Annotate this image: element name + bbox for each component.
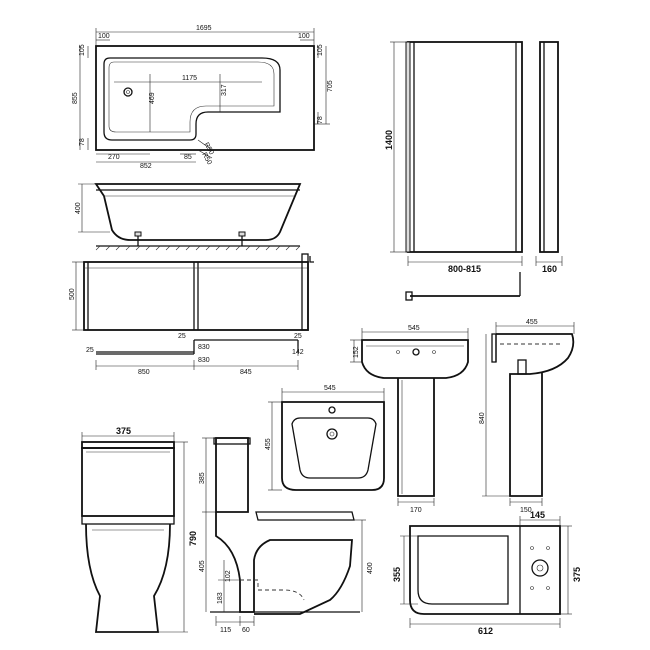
bath-overall-length: 1695 [196, 25, 212, 32]
wc-pan-height: 405 [199, 560, 206, 572]
wc-seat-height: 400 [367, 562, 374, 574]
wc-waste-height: 102 [225, 570, 232, 582]
bath-bottom-step: 85 [184, 154, 192, 161]
panel-left-trim: 25 [86, 347, 94, 354]
shower-screen-side: 160 [535, 41, 563, 274]
screen-height: 1400 [384, 130, 394, 150]
basin-front-height: 152 [353, 346, 360, 358]
basin-plan-depth: 455 [265, 438, 272, 450]
pedestal-front-width: 170 [410, 507, 422, 514]
bath-bottom-left: 78 [79, 138, 86, 146]
panel-height: 500 [69, 288, 76, 300]
bath-waste-offset: 270 [108, 154, 120, 161]
wc-plan-view: 145 375 355 612 [392, 510, 582, 636]
basin-plan-view: 545 455 [265, 385, 385, 491]
basin-pedestal-side: 455 840 150 [479, 319, 575, 514]
wc-depth-2: 60 [242, 627, 250, 634]
screen-support-arm [405, 272, 521, 301]
pedestal-side-depth: 150 [520, 507, 532, 514]
wc-side-view: 385 405 102 183 115 60 400 [199, 437, 374, 634]
bath-right-rim: 100 [298, 33, 310, 40]
wc-plan-cistern-depth: 145 [530, 510, 545, 520]
screen-width: 800-815 [448, 264, 481, 274]
panel-mid-1: 830 [198, 344, 210, 351]
bath-panel-front: 500 25 25 25 830 830 142 850 845 [69, 253, 314, 376]
wc-front-view: 375 790 [81, 426, 198, 633]
wc-plan-inner-width: 355 [392, 567, 402, 582]
bath-right-side: 105 [317, 44, 324, 56]
panel-end-width-right: 25 [294, 333, 302, 340]
panel-right-length: 845 [240, 369, 252, 376]
bath-left-rim: 100 [98, 33, 110, 40]
panel-left-length: 850 [138, 369, 150, 376]
wc-front-width: 375 [116, 426, 131, 436]
wc-front-height: 790 [188, 531, 198, 546]
bath-plan-view: 1695 100 100 105 105 1175 855 705 469 31… [72, 25, 334, 170]
basin-front-width: 545 [408, 325, 420, 332]
wc-depth-1: 115 [220, 627, 231, 634]
bath-side-view: 400 [75, 183, 302, 251]
bath-bottom-length: 852 [140, 163, 152, 170]
wc-waste-low: 183 [217, 592, 224, 604]
screen-depth: 160 [542, 264, 557, 274]
basin-side-height: 840 [479, 412, 486, 424]
bath-left-side: 105 [79, 44, 86, 56]
bath-bottom-right: 78 [317, 116, 324, 124]
bath-inner-length: 1175 [182, 75, 197, 82]
panel-right-depth: 142 [292, 349, 304, 356]
basin-plan-width: 545 [324, 385, 336, 392]
shower-screen-front: 1400 800-815 [384, 41, 523, 274]
basin-side-depth: 455 [526, 319, 538, 326]
wc-plan-length: 612 [478, 626, 493, 636]
bath-step-depth: 317 [221, 84, 228, 96]
panel-mid-2: 830 [198, 357, 210, 364]
basin-pedestal-front: 545 152 170 [350, 325, 469, 514]
bath-inner-depth: 469 [149, 92, 156, 104]
wc-plan-width: 375 [572, 567, 582, 582]
bath-right-width: 705 [327, 80, 334, 92]
panel-end-width: 25 [178, 333, 186, 340]
bath-side-height: 400 [75, 202, 82, 214]
bath-overall-width: 855 [72, 92, 79, 104]
wc-cistern-height: 385 [199, 472, 206, 484]
